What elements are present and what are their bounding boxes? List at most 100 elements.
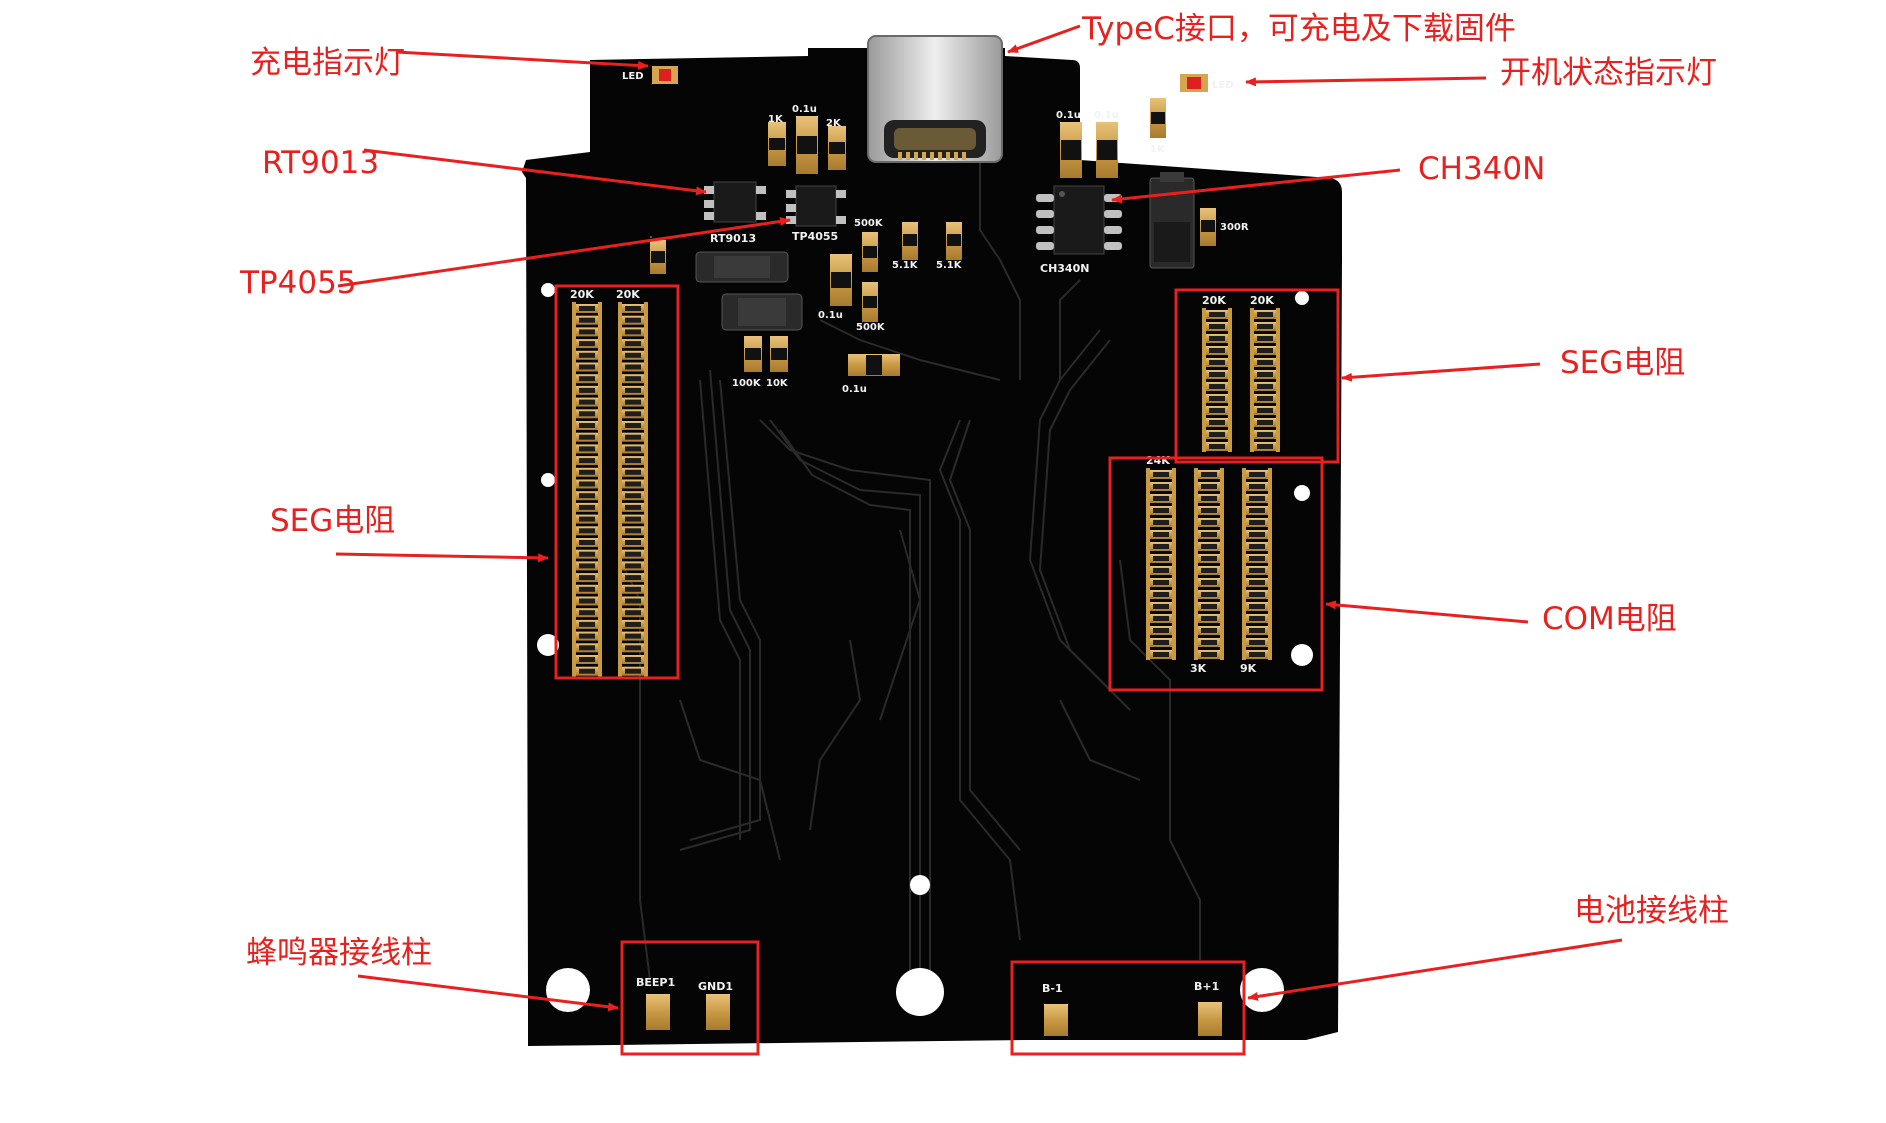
com-a-resistor-body: [1153, 556, 1169, 561]
arrow-com: [1325, 600, 1529, 624]
left-seg-a-resistor-body: [579, 551, 595, 557]
left-seg-b-pad-strip-left: [618, 302, 622, 677]
com-a-resistor-body: [1153, 472, 1169, 477]
com-b-resistor-body: [1201, 532, 1217, 537]
silk-res-51k-a: 5.1K: [892, 260, 919, 271]
left-seg-b-resistor-body: [625, 586, 641, 592]
com-a-resistor-body: [1153, 532, 1169, 537]
com-c-resistor-body: [1249, 496, 1265, 501]
right-seg-b-resistor-body: [1257, 432, 1273, 437]
arrow-battery: [1247, 938, 1623, 1001]
arrow-seg-right: [1341, 362, 1541, 382]
left-seg-a-resistor-body: [579, 575, 595, 581]
com-b-resistor-body: [1201, 640, 1217, 645]
silk-ch340n: CH340N: [1040, 262, 1089, 275]
com-a-resistor-body: [1153, 508, 1169, 513]
label-battery: 电池接线柱: [1574, 893, 1729, 929]
silk-beep1: BEEP1: [636, 976, 675, 989]
silk-b-minus: B-1: [1042, 982, 1063, 995]
right-seg-a-pad-strip-right: [1228, 308, 1232, 452]
silk-led-right: LED: [1212, 80, 1234, 91]
com-a-resistor-body: [1153, 604, 1169, 609]
silk-res-51k-b: 5.1K: [936, 260, 963, 271]
left-seg-b-resistor-body: [625, 341, 641, 347]
left-seg-a-resistor-body: [579, 329, 595, 335]
silk-rt9013: RT9013: [710, 232, 756, 245]
right-seg-a-resistor-body: [1209, 312, 1225, 317]
right-seg-a-resistor-body: [1209, 396, 1225, 401]
left-seg-b-resistor-body: [625, 621, 641, 627]
box-right-seg: [1174, 288, 1340, 464]
silk-cap-d: 0.1u: [1056, 110, 1081, 121]
left-seg-resistor-array: [572, 302, 648, 677]
box-com: [1108, 456, 1324, 692]
silk-com-9k: 9K: [1240, 662, 1257, 675]
silk-right-20k-a: 20K: [1202, 294, 1226, 307]
com-b-pad-strip-left: [1194, 468, 1198, 660]
left-seg-a-resistor-body: [579, 633, 595, 639]
left-seg-b-resistor-body: [625, 481, 641, 487]
right-seg-b-pad-strip-left: [1250, 308, 1254, 452]
com-c-resistor-body: [1249, 520, 1265, 525]
right-seg-b-pad-strip-right: [1276, 308, 1280, 452]
right-seg-a-resistor-body: [1209, 420, 1225, 425]
right-seg-a-resistor-body: [1209, 432, 1225, 437]
highlight-boxes: [554, 284, 1340, 1056]
com-a-resistor-body: [1153, 568, 1169, 573]
com-b-resistor-body: [1201, 652, 1217, 657]
com-c-resistor-body: [1249, 472, 1265, 477]
left-seg-b-resistor-body: [625, 458, 641, 464]
label-charge-led: 充电指示灯: [250, 45, 405, 81]
right-seg-b-resistor-body: [1257, 312, 1273, 317]
arrow-typec: [1007, 24, 1081, 54]
com-a-resistor-body: [1153, 484, 1169, 489]
left-seg-a-resistor-body: [579, 446, 595, 452]
left-seg-a-resistor-body: [579, 434, 595, 440]
silk-res-100k: 100K: [732, 378, 762, 389]
left-seg-a-resistor-body: [579, 423, 595, 428]
arrow-buzzer: [357, 974, 619, 1012]
right-seg-a-resistor-body: [1209, 360, 1225, 365]
label-rt9013: RT9013: [262, 145, 380, 181]
arrow-ch340n: [1111, 168, 1401, 204]
left-seg-b-resistor-body: [625, 645, 641, 651]
left-seg-a-resistor-body: [579, 481, 595, 487]
com-a-resistor-body: [1153, 640, 1169, 645]
left-seg-a-resistor-body: [579, 493, 595, 499]
left-seg-b-resistor-body: [625, 329, 641, 335]
com-b-resistor-body: [1201, 544, 1217, 549]
com-c-resistor-body: [1249, 616, 1265, 621]
com-a-resistor-body: [1153, 592, 1169, 597]
com-b-resistor-body: [1201, 604, 1217, 609]
com-c-resistor-body: [1249, 556, 1265, 561]
silk-led-left: LED: [622, 71, 644, 82]
com-b-resistor-body: [1201, 592, 1217, 597]
com-a-resistor-body: [1153, 496, 1169, 501]
silk-res-500k-a: 500K: [854, 218, 884, 229]
left-seg-a-resistor-body: [579, 645, 595, 651]
left-seg-b-resistor-body: [625, 633, 641, 639]
com-c-resistor-body: [1249, 484, 1265, 489]
pcb-traces: [619, 160, 1201, 990]
com-c-resistor-body: [1249, 604, 1265, 609]
left-seg-a-pad-strip-left: [572, 302, 576, 677]
com-b-resistor-body: [1201, 484, 1217, 489]
silk-res-2k: 2K: [826, 118, 842, 129]
right-seg-b-resistor-body: [1257, 336, 1273, 341]
left-seg-a-resistor-body: [579, 387, 595, 393]
left-seg-b-resistor-body: [625, 434, 641, 440]
com-a-resistor-body: [1153, 652, 1169, 657]
left-seg-b-resistor-body: [625, 540, 641, 545]
com-c-resistor-body: [1249, 580, 1265, 585]
left-seg-b-resistor-body: [625, 668, 641, 674]
silk-cap-e: 0.1u: [1094, 110, 1119, 121]
com-b-resistor-body: [1201, 520, 1217, 525]
silk-right-20k-b: 20K: [1250, 294, 1274, 307]
right-seg-resistor-array: [1202, 308, 1280, 452]
arrow-power-led: [1245, 76, 1487, 87]
left-seg-a-resistor-body: [579, 341, 595, 347]
left-seg-a-resistor-body: [579, 540, 595, 545]
left-seg-b-resistor-body: [625, 352, 641, 358]
